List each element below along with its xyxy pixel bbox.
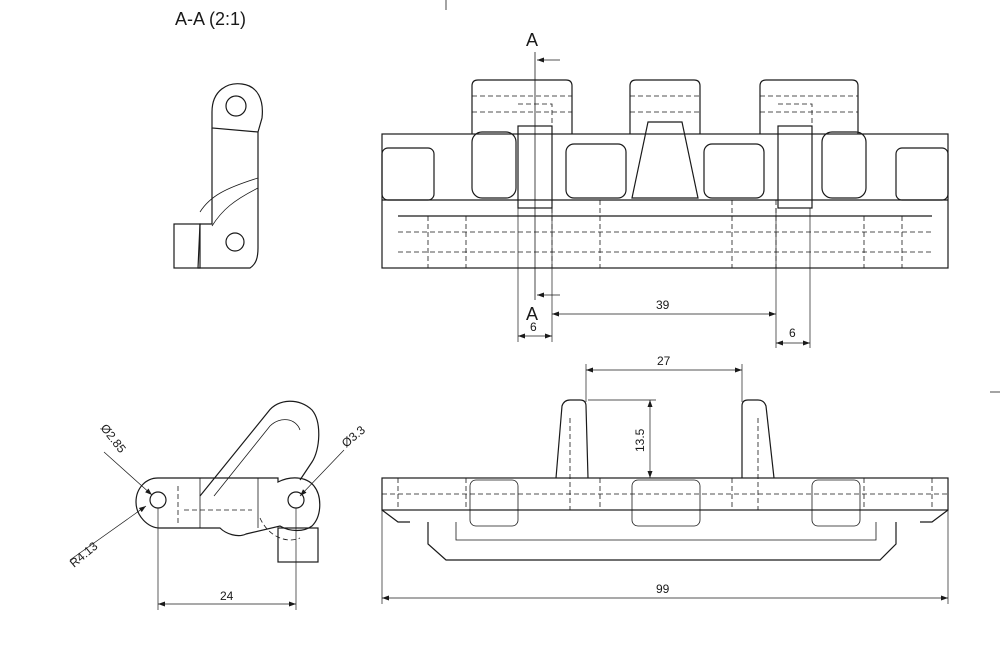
top-hidden-lower: [398, 200, 932, 268]
top-pocket-right: [821, 131, 867, 199]
section-hole-top: [225, 95, 247, 117]
top-pocket-left: [471, 131, 517, 199]
section-marker-top: A: [526, 30, 538, 50]
dim-side-hole-left: Ø2.85: [98, 421, 129, 456]
top-pocket-mid-right: [703, 143, 765, 199]
section-view-aa: A-A (2:1): [173, 9, 263, 269]
dim-top-left-width: 6: [530, 320, 537, 334]
front-hidden-lines: [382, 418, 948, 510]
dim-side-span: 24: [220, 589, 234, 603]
side-hole-left: [149, 491, 167, 509]
top-pocket-mid-left: [565, 143, 627, 199]
side-leader-left-hole: [103, 451, 153, 496]
top-lug-center: [629, 79, 701, 134]
side-body-outline: [135, 477, 321, 537]
top-base: [381, 133, 949, 269]
front-fin-left: [555, 399, 589, 479]
dim-top-center-span: 39: [656, 298, 670, 312]
section-marker-bottom: A: [526, 304, 538, 324]
front-base: [427, 522, 897, 561]
top-lug-right: [759, 79, 859, 134]
side-hidden: [177, 486, 301, 541]
side-arm-inner: [213, 419, 301, 497]
top-view: A A 6 39 6: [381, 30, 949, 348]
dim-front-height: 13.5: [633, 428, 647, 452]
top-slot-right: [777, 125, 813, 209]
section-body-outline: [197, 128, 259, 269]
top-end-block-right: [895, 147, 949, 201]
section-inner-curve: [199, 177, 259, 227]
section-hole-bottom: [225, 232, 245, 252]
front-base-inner: [455, 522, 877, 541]
dim-top-right-width: 6: [789, 326, 796, 340]
top-lug-left: [471, 79, 573, 134]
top-end-block-left: [381, 147, 435, 201]
dim-side-hole-right: Ø3.3: [339, 423, 368, 451]
front-rail-ends: [381, 509, 949, 523]
dim-side-radius: R4.13: [67, 539, 101, 571]
side-leader-radius: [69, 505, 147, 561]
front-pocket-1: [469, 479, 519, 527]
front-pocket-2: [631, 479, 701, 527]
side-leader-right-hole: [299, 449, 345, 497]
section-hatch-top: [211, 83, 263, 133]
top-lug-hidden: [472, 95, 858, 134]
top-center-trapezoid: [631, 121, 699, 199]
side-foot: [277, 527, 319, 563]
side-arm: [199, 400, 320, 497]
front-view: 27 13.5 99: [381, 354, 949, 604]
section-title: A-A (2:1): [175, 9, 246, 29]
section-hatch-bottom: [173, 223, 201, 269]
side-view: Ø2.85 Ø3.3 R4.13 24: [67, 400, 368, 610]
dim-front-inner-span: 27: [657, 354, 671, 368]
dim-front-overall-length: 99: [656, 582, 670, 596]
front-pocket-3: [811, 479, 861, 527]
front-fin-right: [741, 399, 775, 479]
